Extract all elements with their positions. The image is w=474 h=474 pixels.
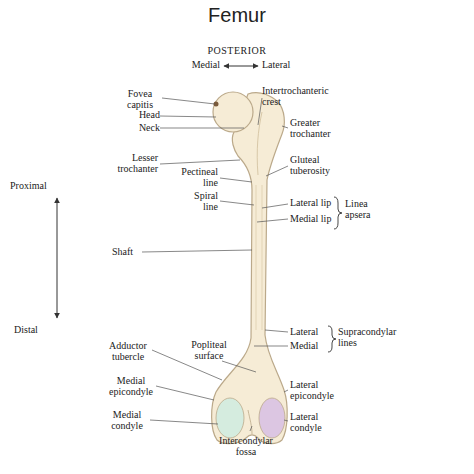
part-label: Lateral <box>262 60 310 71</box>
part-label: Supracondylar lines <box>338 327 412 348</box>
part-label: Neck <box>128 123 160 134</box>
part-label: Intertrochanteric crest <box>262 86 344 107</box>
part-label: Lateral epicondyle <box>290 380 346 401</box>
part-label: Medial <box>172 60 220 71</box>
femur-head <box>213 92 253 132</box>
lateral-condyle-shape <box>259 398 285 438</box>
part-label: Adductor tubercle <box>102 341 154 362</box>
part-label: Lateral <box>290 327 330 338</box>
part-label: Gluteal tuberosity <box>290 155 350 176</box>
bracket <box>334 197 342 229</box>
linea-aspera-line <box>256 185 257 330</box>
part-label: Medial <box>290 341 330 352</box>
part-label: Linea apsera <box>345 199 385 220</box>
part-label: Head <box>130 110 160 121</box>
femur-bone <box>212 93 288 444</box>
direction-arrow <box>57 198 58 318</box>
part-label: Medial condyle <box>104 410 150 431</box>
direction-arrow <box>224 66 258 67</box>
part-label: Intercondylar fossa <box>212 436 280 457</box>
part-label: Lesser trochanter <box>100 153 158 174</box>
part-label: Lateral condyle <box>290 412 336 433</box>
leader-lines <box>142 98 288 431</box>
part-label: POSTERIOR <box>197 46 277 57</box>
part-label: Fovea capitis <box>118 89 162 110</box>
part-label: Proximal <box>10 181 66 192</box>
part-label: Spiral line <box>178 191 218 212</box>
part-label: Medial lip <box>290 214 350 225</box>
medial-condyle-shape <box>216 398 244 438</box>
part-label: Popliteal surface <box>184 340 234 361</box>
part-label: Distal <box>14 325 64 336</box>
linea-aspera-line <box>262 185 263 330</box>
part-label: Pectineal line <box>168 167 218 188</box>
part-label: Medial epicondyle <box>104 376 158 397</box>
diagram-title: Femur <box>0 4 474 27</box>
part-label: Lateral lip <box>290 198 350 209</box>
part-label: Greater trochanter <box>290 118 352 139</box>
part-label: Shaft <box>112 247 144 258</box>
fossa-line <box>248 410 252 434</box>
crest-line <box>257 112 262 175</box>
bracket <box>328 326 336 352</box>
